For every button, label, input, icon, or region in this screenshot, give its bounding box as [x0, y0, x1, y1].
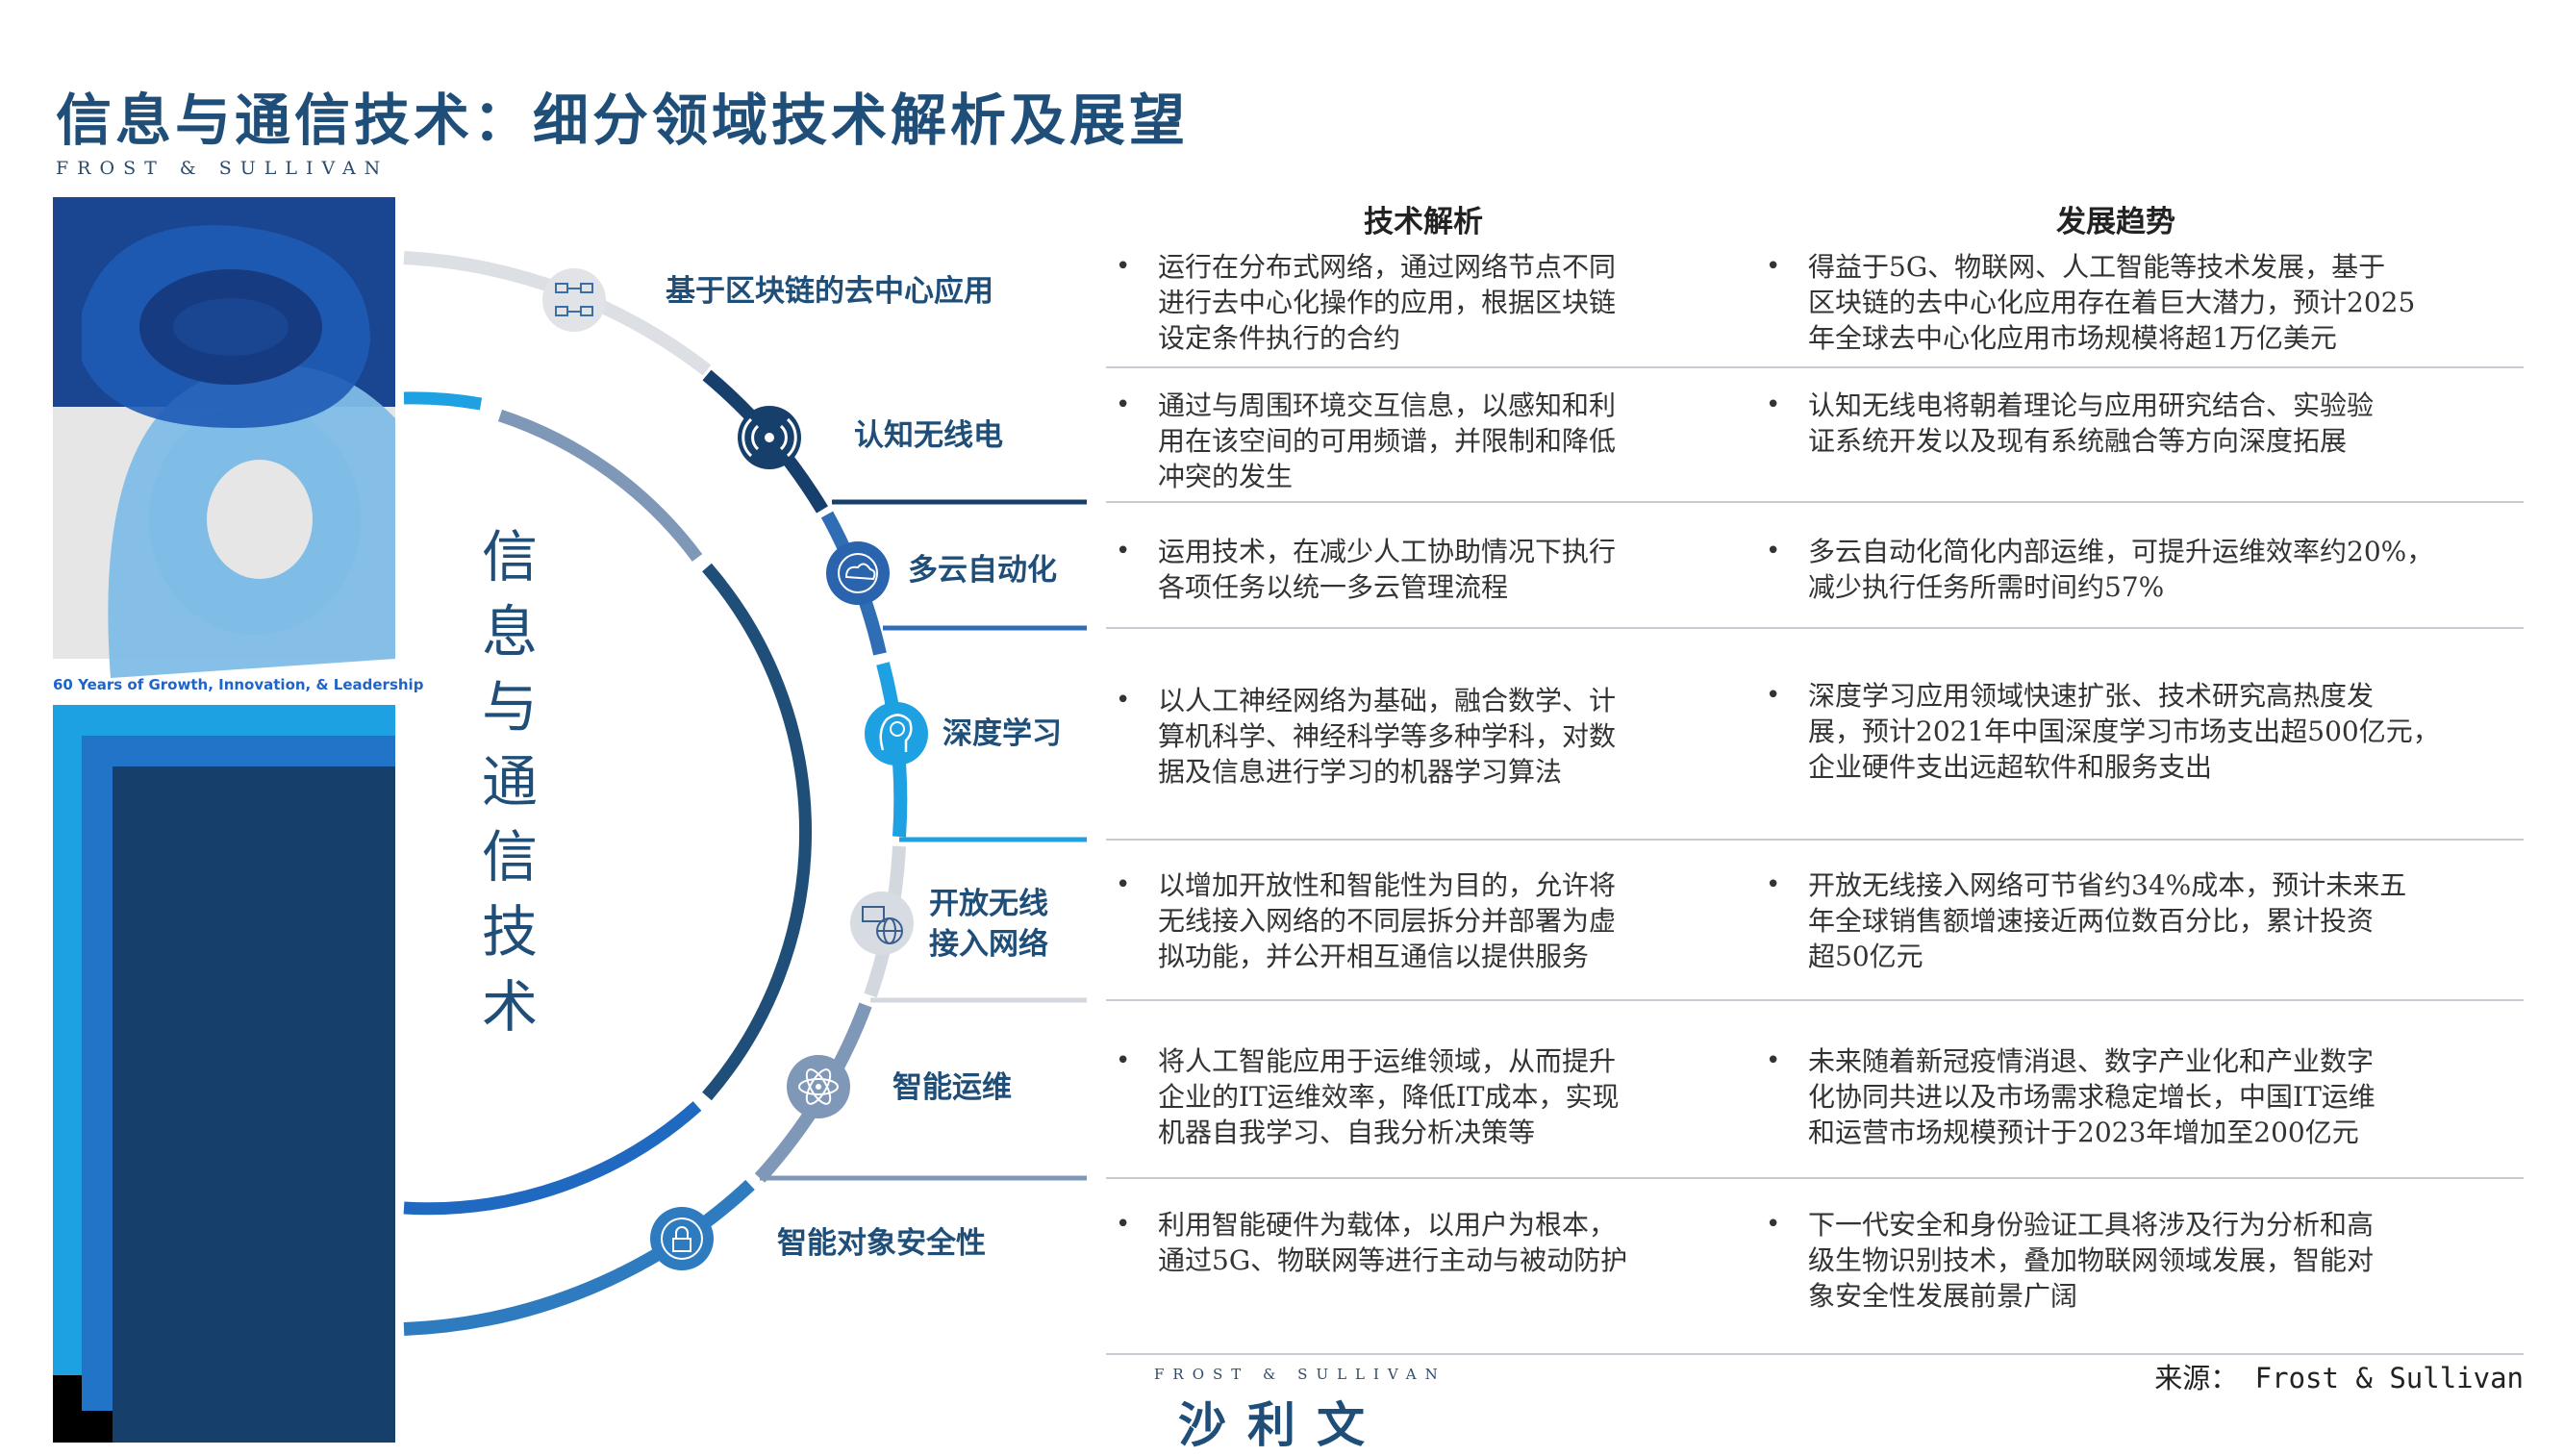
- network-globe-icon: [850, 891, 914, 955]
- tech-label-blockchain: 基于区块链的去中心应用: [666, 274, 993, 309]
- anniversary-panel: [53, 197, 395, 1443]
- footer-logo-english: FROST & SULLIVAN: [1154, 1366, 1446, 1383]
- analysis-cell-cognitive-radio: • 通过与周围环境交互信息，以感知和利用在该空间的可用频谱，并限制和降低冲突的发…: [1116, 389, 1617, 492]
- blockchain-icon: [542, 268, 606, 332]
- anniversary-tagline: 60 Years of Growth, Innovation, & Leader…: [53, 676, 424, 693]
- trend-cell-open-ran: • 开放无线接入网络可节省约34%成本，预计未来五年全球销售额增速接近两位数百分…: [1766, 869, 2407, 972]
- page-title: 信息与通信技术：细分领域技术解析及展望: [56, 88, 1190, 153]
- tech-label-aiops: 智能运维: [892, 1070, 1012, 1105]
- row-divider-lines: [760, 366, 2524, 1355]
- tech-label-smart-object-security: 智能对象安全性: [777, 1226, 986, 1261]
- analysis-cell-deep-learning: • 以人工神经网络为基础，融合数学、计算机科学、神经科学等多种学科，对数据及信息…: [1116, 685, 1617, 788]
- trend-cell-multi-cloud: • 多云自动化简化内部运维，可提升运维效率约20%，减少执行任务所需时间约57%: [1766, 536, 2434, 603]
- brain-head-icon: [865, 702, 928, 766]
- analysis-cell-multi-cloud: • 运用技术，在减少人工协助情况下执行各项任务以统一多云管理流程: [1116, 536, 1617, 603]
- multi-cloud-icon: [826, 541, 890, 605]
- column-header-trend: 发展趋势: [2056, 205, 2175, 239]
- security-lock-icon: [650, 1207, 714, 1270]
- trend-cell-smart-object-security: • 下一代安全和身份验证工具将涉及行为分析和高级生物识别技术，叠加物联网领域发展…: [1766, 1209, 2375, 1312]
- inner-arc-b: [497, 409, 703, 562]
- inner-arc-a: [403, 391, 483, 411]
- inner-arc-c: [702, 563, 813, 1101]
- analysis-cell-open-ran: • 以增加开放性和智能性为目的，允许将无线接入网络的不同层拆分并部署为虚拟功能，…: [1116, 869, 1617, 972]
- arc-segment-security: [403, 1179, 755, 1336]
- footer-logo-chinese: 沙利文: [1178, 1396, 1386, 1453]
- vertical-section-title: 信 息 与 通 信 技 术: [481, 524, 538, 1040]
- tech-label-open-ran: 开放无线接入网络: [929, 887, 1048, 962]
- analysis-cell-aiops: • 将人工智能应用于运维领域，从而提升企业的IT运维效率，降低IT成本，实现机器…: [1116, 1045, 1620, 1148]
- trend-cell-cognitive-radio: • 认知无线电将朝着理论与应用研究结合、实验验证系统开发以及现有系统融合等方向深…: [1766, 389, 2375, 457]
- tech-label-multi-cloud: 多云自动化: [908, 553, 1057, 588]
- anniversary-60-graphic: [53, 197, 395, 1443]
- analysis-cell-smart-object-security: • 利用智能硬件为载体，以用户为根本，通过5G、物联网等进行主动与被动防护: [1116, 1209, 1628, 1276]
- inner-arc-d: [403, 1101, 702, 1216]
- column-header-analysis: 技术解析: [1364, 205, 1483, 239]
- atom-icon: [787, 1055, 850, 1118]
- tech-label-deep-learning: 深度学习: [943, 716, 1062, 751]
- tech-label-cognitive-radio: 认知无线电: [854, 418, 1003, 453]
- wireless-signal-icon: [738, 406, 801, 469]
- source-note: 来源： Frost & Sullivan: [2154, 1362, 2524, 1394]
- frost-sullivan-wordmark: FROST & SULLIVAN: [56, 158, 390, 179]
- trend-cell-deep-learning: • 深度学习应用领域快速扩张、技术研究高热度发展，预计2021年中国深度学习市场…: [1766, 680, 2440, 783]
- trend-cell-blockchain: • 得益于5G、物联网、人工智能等技术发展，基于区块链的去中心化应用存在着巨大潜…: [1766, 251, 2416, 354]
- analysis-cell-blockchain: • 运行在分布式网络，通过网络节点不同进行去中心化操作的应用，根据区块链设定条件…: [1116, 251, 1617, 354]
- trend-cell-aiops: • 未来随着新冠疫情消退、数字产业化和产业数字化协同共进以及市场需求稳定增长，中…: [1766, 1045, 2375, 1148]
